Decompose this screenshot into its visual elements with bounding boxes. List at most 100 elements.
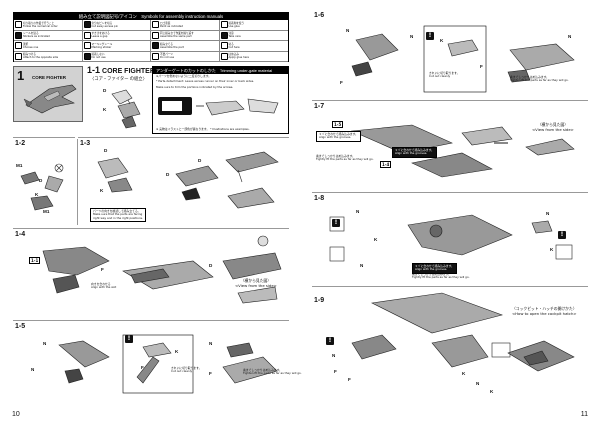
part-label-f2: F [209, 371, 212, 376]
warning-icon: ! [326, 337, 334, 345]
step-number: 1-3 [80, 140, 91, 147]
section-number: 1 [17, 68, 25, 83]
apply-icon [220, 52, 228, 60]
symbols-legend: 組み立て説明図記号/アイコン Symbols for assembly inst… [13, 12, 289, 62]
legend-en-text: Do not use [91, 56, 106, 60]
part-label-n: N [332, 353, 336, 358]
legend-en-text: Marking sticker [91, 45, 112, 49]
ref-step-1-1: 1-1 [29, 257, 41, 264]
right-page: 1-6 N F N K F N ! きれいに切り取ります。 Cut out cl… [300, 0, 600, 423]
legend-jp-text: 接着剤を使う [228, 21, 245, 25]
part-label-n: N [356, 209, 360, 214]
part-label-m1b: M1 [43, 209, 50, 214]
warning-icon-2: ! [558, 231, 566, 239]
part-label-k2: K [550, 247, 554, 252]
gate-line-2: * Parts-detachment: Leave excess runner … [156, 79, 255, 84]
glue-icon [220, 21, 228, 29]
page-number-left: 10 [12, 411, 20, 418]
cut-off-icon [220, 42, 228, 50]
align-caption: 向きを合わせる Align with the slot [91, 282, 117, 290]
step-1-4-panel: 1-4 1-1 向きを合わせる Align with the slot F D … [13, 228, 289, 318]
part-label-f: F [141, 365, 144, 370]
legend-en-text: Follow the numerical order [23, 24, 58, 28]
step-1-8-assembly-icon [329, 214, 573, 262]
step-1-7-assembly-icon [350, 124, 575, 178]
step-number: 1-9 [314, 297, 325, 304]
side-view-label: 〈横から見た図〉 <View from the side> [532, 122, 574, 132]
cut-note: きれいに切り取ります。 Cut out cleanly [171, 366, 202, 374]
legend-jp-text: ロゴ塗装 [160, 21, 171, 25]
part-label-n2: N [360, 263, 364, 268]
divider [77, 139, 78, 225]
sticker-icon [15, 31, 22, 39]
part-label-n: N [346, 28, 350, 33]
gap-icon [83, 31, 91, 39]
legend-jp-text: 選択 [23, 42, 29, 46]
cockpit-hatch-label: 〈コックピット・ハッチの開けかた〉 <How to open the cockp… [512, 306, 577, 316]
part-label-k: K [374, 237, 378, 242]
gate-trimming-guide: アンダーゲートのカットのしかた Trimming under-gate mate… [152, 66, 289, 134]
left-page: 組み立て説明図記号/アイコン Symbols for assembly inst… [12, 12, 302, 418]
cockpit-part-icon [111, 89, 141, 129]
gate-line-3: Make sure to trim the portions indicated… [156, 84, 234, 89]
paint-icon [152, 21, 159, 29]
sticker-marking-icon [83, 42, 91, 50]
legend-en-text: Assemble the same part [160, 35, 192, 39]
legend-jp-text: 切り取りの作業で行うこと [23, 21, 55, 25]
legend-jp-text: 組みつける [23, 53, 36, 57]
gate-guide-footer: ※ 実物はイラストと一部色が異なります。 * Illustrations are… [156, 127, 250, 131]
part-label-n2: N [31, 367, 35, 372]
part-label-f2: F [348, 377, 351, 382]
legend-en-text: Attach to the opposite side [23, 56, 59, 60]
legend-jp-text: はめ込み [228, 53, 239, 57]
ref-step-1-4: 1-4 [380, 161, 392, 168]
part-label-n3: N [568, 34, 572, 39]
part-label-n3: N [546, 211, 550, 216]
step-number: 1-4 [15, 231, 26, 238]
legend-jp-text: シールを貼る [23, 32, 39, 36]
part-label-k2: K [462, 371, 466, 376]
step-1-3-panel: 1-3 D K D D パーツの向きを確認して組み立てる。 Make sure … [78, 137, 289, 227]
gate-guide-title: アンダーゲートのカットのしかた Trimming under-gate mate… [153, 67, 288, 74]
step-number: 1-8 [314, 195, 325, 202]
align-note: ミゾに合わせて組み込みます。 Align with the grooves. [412, 263, 457, 274]
part-label-f2: F [480, 64, 483, 69]
step-1-2-panel: 1-2 M1 D K M1 [13, 137, 75, 227]
legend-en-text: Take care [228, 35, 241, 39]
legend-jp-text: 注意 [228, 32, 234, 36]
part-label-n2: N [476, 381, 480, 386]
no-glue-icon [83, 52, 91, 60]
legend-en-text: Use glue [228, 24, 240, 28]
legend-en-text: Leave a gap [91, 35, 108, 39]
assemble-icon [152, 42, 159, 50]
gate-cut-diagram-icon [158, 97, 279, 116]
legend-en-text: Assemble the part [160, 45, 184, 49]
step-1-4-assembly-icon [42, 235, 282, 304]
tight-note: 奥までしっかりはめ込みます。 Tightly fit the parts as … [316, 154, 374, 162]
part-label-k: K [440, 38, 444, 43]
part-label-k: K [100, 188, 104, 193]
part-label-k: K [103, 107, 107, 112]
step-1-5-panel: 1-5 N N K F N F ! きれいに切り取ります。 Cut out cl… [13, 320, 302, 408]
part-label-d2: D [166, 172, 170, 177]
tight-note: 奥までしっかりはめ込みます。 Tighten fit the parts as … [243, 368, 302, 376]
legend-jp-text: 接着しない [91, 53, 105, 57]
legend-jp-text: 同じ組み立て作業を繰り返す [160, 32, 194, 36]
part-label-d: D [103, 88, 107, 93]
step-1-3-parts-icon [97, 151, 279, 209]
legend-en-text: Choose one [23, 45, 39, 49]
gate-line-1: ※パーツを傷めないように二度切りします。 [156, 74, 212, 78]
